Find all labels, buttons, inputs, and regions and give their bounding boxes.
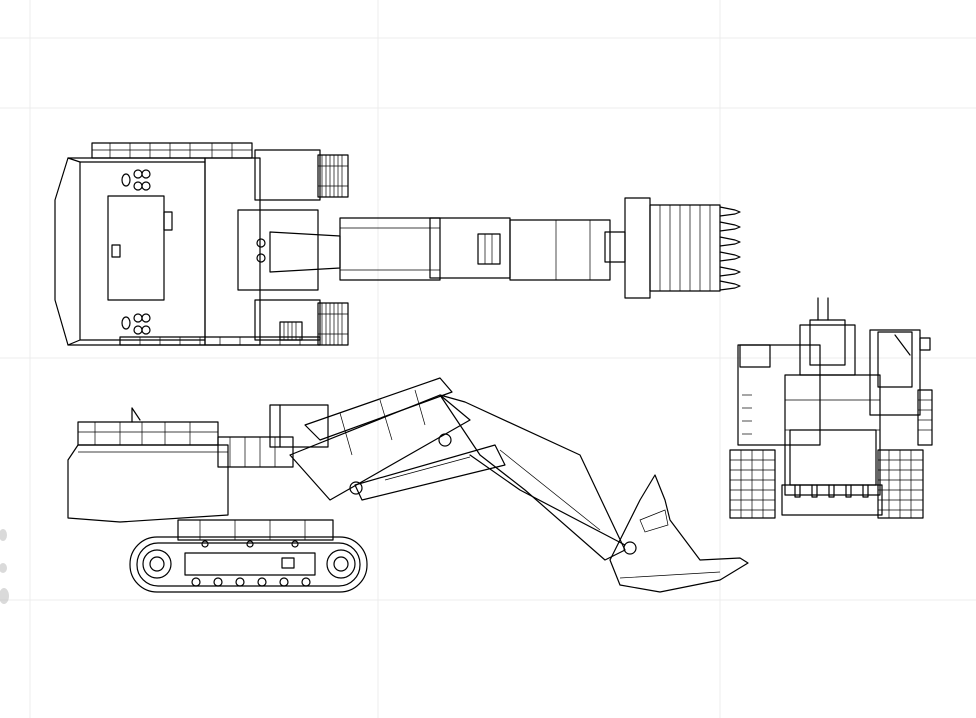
side-view	[67, 377, 749, 593]
edge-marks	[0, 529, 9, 604]
top-view	[54, 142, 741, 346]
front-view	[729, 297, 933, 519]
